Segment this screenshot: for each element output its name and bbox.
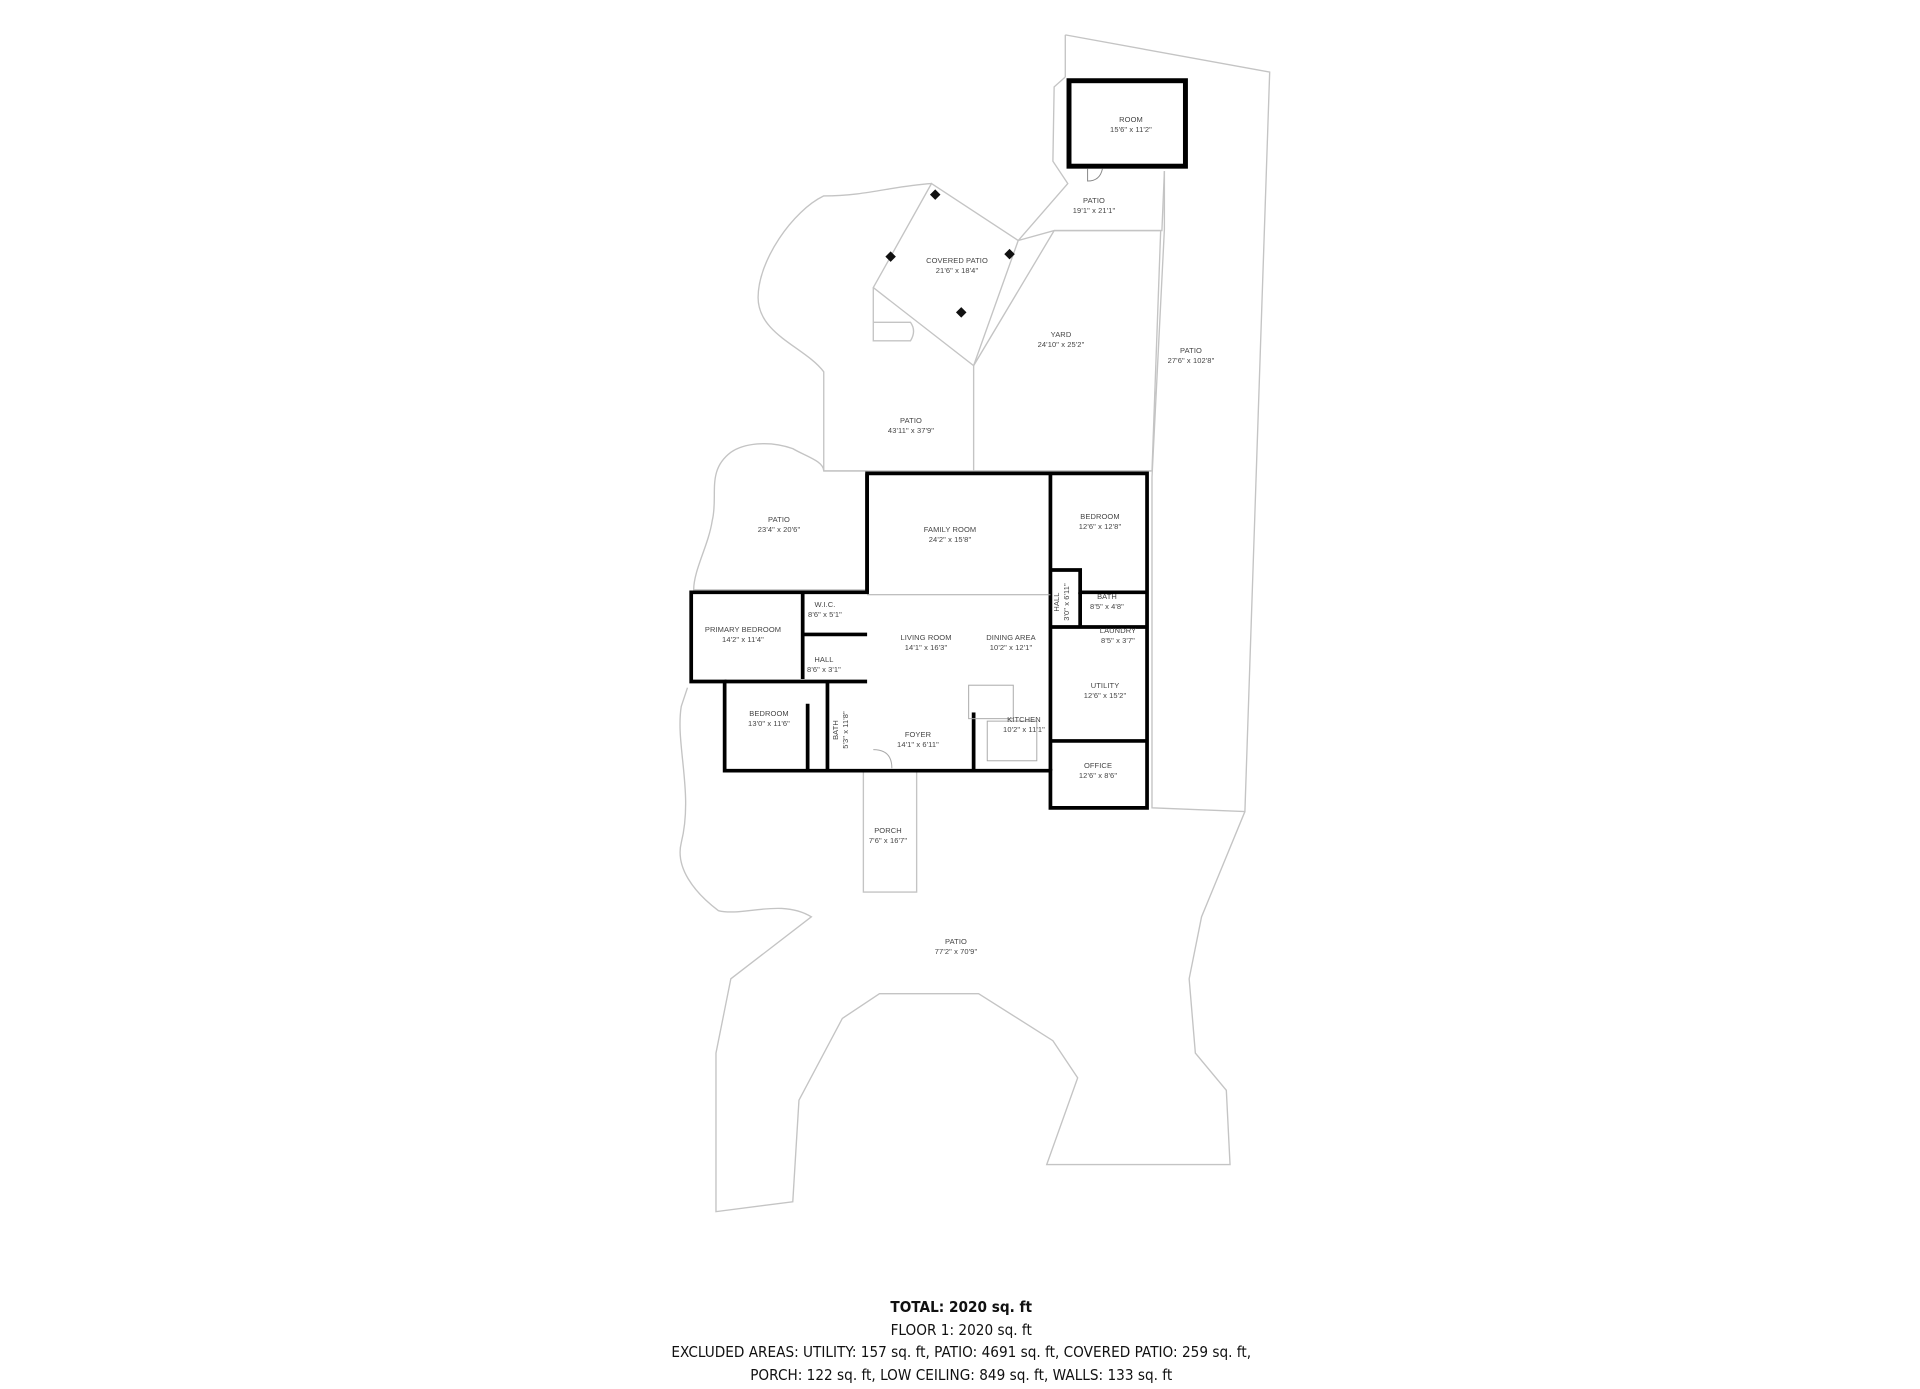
room-name: FAMILY ROOM (923, 525, 977, 534)
covered-patio-posts (885, 189, 1015, 318)
floor-area: FLOOR 1: 2020 sq. ft (890, 1320, 1032, 1339)
room-name: UTILITY (1090, 681, 1120, 690)
porch-outline (862, 770, 918, 893)
room-dimensions: 14'1" x 6'11" (897, 740, 939, 749)
room-name: YARD (1050, 330, 1072, 339)
room-name: HALL (814, 655, 834, 664)
room-dimensions: 8'6" x 3'1" (807, 665, 841, 674)
room-name: W.I.C. (814, 600, 836, 609)
room-name: PATIO (1180, 346, 1202, 355)
room-name: FOYER (904, 730, 932, 739)
room-name: DINING AREA (986, 633, 1036, 642)
room-dimensions: 12'6" x 15'2" (1083, 691, 1127, 700)
room-dimensions: 10'2" x 12'1" (989, 643, 1033, 652)
room-name: BEDROOM (1080, 512, 1120, 521)
room-dimensions: 3'0" x 6'11" (1062, 583, 1071, 621)
room-dimensions: 24'2" x 15'8" (928, 535, 972, 544)
room-dimensions: 24'10" x 25'2" (1037, 340, 1085, 349)
room-dimensions: 21'6" x 18'4" (935, 266, 979, 275)
outbuilding-room-walls (1066, 78, 1188, 169)
room-dimensions: 19'1" x 21'1" (1072, 206, 1116, 215)
room-name: ROOM (1119, 115, 1143, 124)
room-name: PORCH (874, 826, 902, 835)
patio-right-outline (1064, 34, 1271, 813)
room-dimensions: 15'6" x 11'2" (1110, 125, 1152, 134)
room-dimensions: 14'1" x 16'3" (904, 643, 948, 652)
room-dimensions: 27'6" x 102'8" (1167, 356, 1215, 365)
room-dimensions: 43'11" x 37'9" (887, 426, 935, 435)
covered-patio-outline (872, 182, 1020, 367)
room-dimensions: 7'6" x 16'7" (868, 836, 908, 845)
room-name: PATIO (945, 937, 967, 946)
room-dimensions: 8'5" x 4'8" (1090, 602, 1124, 611)
house-walls (689, 471, 1149, 810)
room-label-wic: W.I.C.8'6" x 5'1" (808, 600, 842, 620)
patio-left-outline (692, 443, 868, 591)
area-summary: TOTAL: 2020 sq. ft FLOOR 1: 2020 sq. ft … (116, 1296, 1806, 1386)
total-area: TOTAL: 2020 sq. ft (890, 1298, 1032, 1316)
room-name: BATH (831, 720, 840, 740)
room-name: LAUNDRY (1099, 626, 1137, 635)
patio-upper-outline (757, 182, 1152, 472)
room-dimensions: 8'6" x 5'1" (808, 610, 842, 619)
excluded-areas-line-2: PORCH: 122 sq. ft, LOW CEILING: 849 sq. … (750, 1365, 1173, 1384)
room-dimensions: 12'6" x 8'6" (1078, 771, 1118, 780)
room-name: BEDROOM (749, 709, 789, 718)
room-dimensions: 12'6" x 12'8" (1078, 522, 1122, 531)
room-name: PRIMARY BEDROOM (704, 625, 782, 634)
room-name: HALL (1052, 592, 1061, 612)
room-dimensions: 23'4" x 20'6" (757, 525, 801, 534)
room-name: LIVING ROOM (900, 633, 952, 642)
room-dimensions: 10'2" x 11'1" (1003, 725, 1045, 734)
room-dimensions: 14'2" x 11'4" (722, 635, 764, 644)
room-dimensions: 13'0" x 11'6" (748, 719, 790, 728)
room-name: PATIO (900, 416, 922, 425)
excluded-areas-line-1: EXCLUDED AREAS: UTILITY: 157 sq. ft, PAT… (671, 1343, 1252, 1361)
house-fixtures (867, 594, 1051, 769)
room-name: PATIO (768, 515, 790, 524)
covered-patio-ext (872, 287, 915, 342)
room-name: OFFICE (1083, 761, 1113, 770)
patio-bottom-outline (679, 687, 1246, 1213)
room-name: KITCHEN (1007, 715, 1041, 724)
room-dimensions: 5'3" x 11'8" (841, 711, 850, 749)
room-name: PATIO (1083, 196, 1105, 205)
room-dimensions: 8'5" x 3'7" (1101, 636, 1135, 645)
exterior-outlines (679, 34, 1271, 1213)
room-dimensions: 77'2" x 70'9" (934, 947, 978, 956)
room-name: BATH (1097, 592, 1117, 601)
yard-outline (972, 229, 1162, 472)
room-name: COVERED PATIO (926, 256, 988, 265)
